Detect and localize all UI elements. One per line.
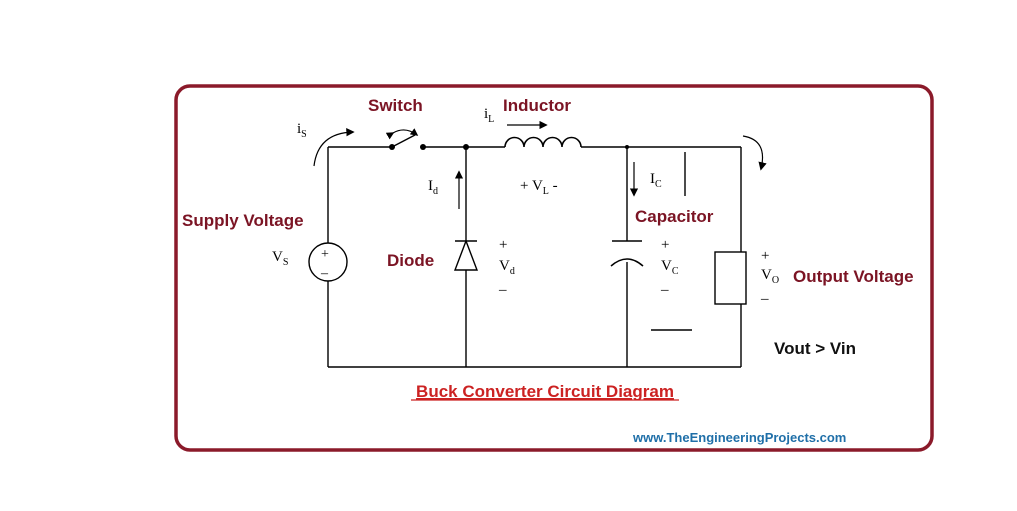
diode-label: Diode bbox=[387, 251, 434, 270]
capacitor-voltage-minus: – bbox=[660, 282, 669, 298]
diode-current-label: Id bbox=[428, 178, 438, 197]
diagram-frame bbox=[174, 84, 934, 452]
output-voltage-symbol: VO bbox=[761, 267, 779, 286]
output-voltage-minus: – bbox=[760, 291, 769, 307]
capacitor-label: Capacitor bbox=[635, 207, 714, 226]
capacitor-symbol bbox=[610, 240, 644, 267]
source-minus-sign: – bbox=[320, 266, 329, 281]
circuit-wires bbox=[327, 146, 742, 368]
source-voltage-label: VS bbox=[272, 249, 288, 268]
output-voltage-plus: + bbox=[761, 248, 769, 264]
diode-voltage-label: Vd bbox=[499, 258, 515, 277]
voltage-source-symbol bbox=[308, 242, 348, 282]
capacitor-voltage-label: VC bbox=[661, 258, 679, 277]
inductor-voltage-label: + VL - bbox=[520, 178, 558, 197]
inductor-current-label: iL bbox=[484, 106, 494, 125]
diode-symbol bbox=[453, 239, 479, 271]
voltage-relation: Vout > Vin bbox=[774, 339, 856, 358]
diode-voltage-minus: – bbox=[498, 282, 507, 298]
load-resistor bbox=[714, 251, 747, 305]
switch-label: Switch bbox=[368, 96, 423, 115]
inductor-label: Inductor bbox=[503, 96, 571, 115]
diagram-title: Buck Converter Circuit Diagram bbox=[416, 382, 674, 401]
output-voltage-label: Output Voltage bbox=[793, 267, 914, 286]
current-arrows bbox=[313, 120, 767, 209]
inductor-coil bbox=[504, 136, 582, 148]
diode-voltage-plus: + bbox=[499, 237, 507, 253]
source-current-label: iS bbox=[297, 121, 307, 140]
supply-voltage-label: Supply Voltage bbox=[182, 211, 304, 230]
source-plus-sign: + bbox=[321, 247, 329, 262]
switch-symbol bbox=[385, 128, 426, 150]
junction-dot bbox=[463, 144, 469, 150]
watermark: www.TheEngineeringProjects.com bbox=[632, 430, 846, 445]
junction-dot bbox=[625, 145, 629, 149]
capacitor-current-label: IC bbox=[650, 171, 662, 190]
capacitor-voltage-plus: + bbox=[661, 237, 669, 253]
